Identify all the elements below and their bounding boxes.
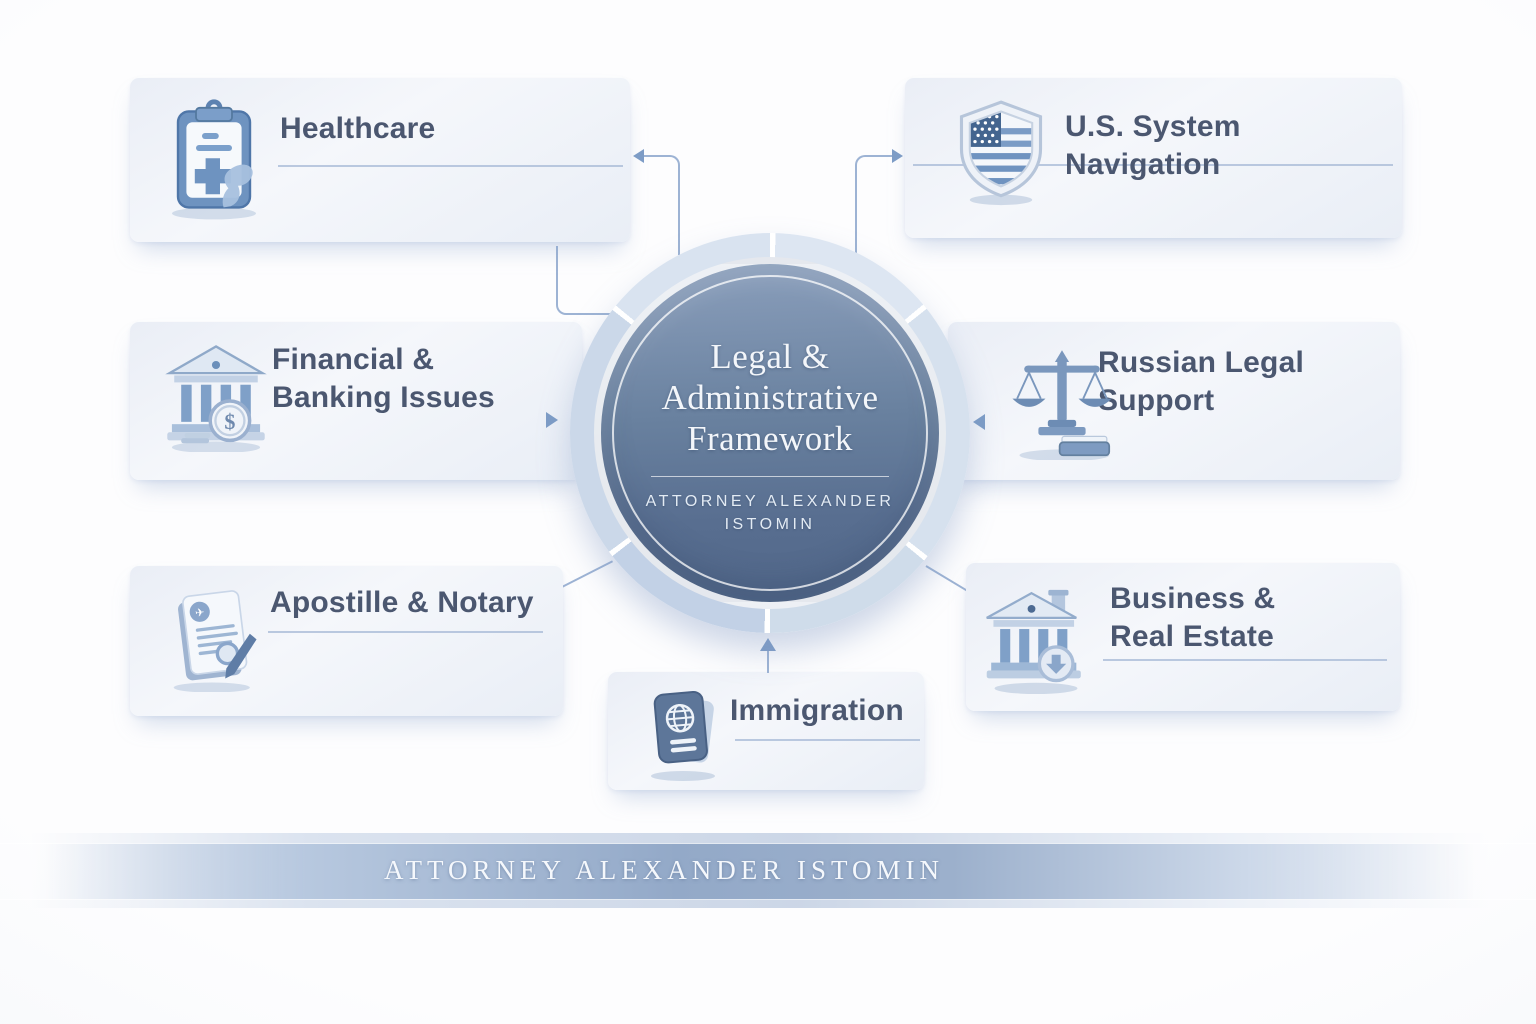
passport-globe-icon xyxy=(651,690,715,781)
attorney-banner-text: ATTORNEY ALEXANDER ISTOMIN xyxy=(384,855,944,885)
connector-healthcare-elbow xyxy=(642,155,680,255)
card-russian-label: Russian Legal Support xyxy=(1098,346,1304,417)
connector-us-elbow xyxy=(855,155,894,255)
card-us-system: U.S. System Navigation xyxy=(905,78,1402,247)
attorney-banner: ATTORNEY ALEXANDER ISTOMIN xyxy=(0,833,1536,908)
connector-immigration-line xyxy=(767,651,769,673)
svg-text:✈: ✈ xyxy=(194,606,205,620)
russian-arrowhead-left xyxy=(973,414,985,430)
building-badge-icon xyxy=(986,589,1081,694)
card-healthcare-underline xyxy=(278,165,623,167)
attorney-banner-band xyxy=(0,843,1536,900)
immigration-arrowhead-up xyxy=(760,638,776,651)
bank-coins-icon: $ xyxy=(165,345,267,452)
card-business-label: Business & Real Estate xyxy=(1110,582,1276,653)
notary-document-icon: ✈ xyxy=(173,590,257,692)
svg-text:$: $ xyxy=(224,409,235,434)
card-financial-label: Financial & Banking Issues xyxy=(272,343,495,414)
medical-clipboard-icon xyxy=(172,99,256,220)
card-us-underline xyxy=(913,164,1393,166)
us-flag-shield-icon xyxy=(959,100,1043,206)
card-financial: Financial & Banking Issues xyxy=(130,322,582,489)
card-healthcare: Healthcare xyxy=(130,78,630,251)
healthcare-arrowhead-left xyxy=(633,149,644,163)
us-arrowhead-right xyxy=(892,149,903,163)
connector-apostille-diagonal xyxy=(559,560,614,589)
justice-scales-icon xyxy=(1012,350,1112,460)
connector-healthcare-bottom xyxy=(556,246,618,315)
financial-arrowhead-right xyxy=(546,412,558,428)
card-immigration: Immigration xyxy=(608,672,924,799)
card-healthcare-label: Healthcare xyxy=(280,112,436,145)
hub-title: Legal & Administrative Framework xyxy=(661,337,879,458)
card-immigration-label: Immigration xyxy=(730,694,904,727)
card-apostille-label: Apostille & Notary xyxy=(270,586,534,619)
hub-subtitle: ATTORNEY ALEXANDER ISTOMIN xyxy=(645,493,895,533)
card-apostille: Apostille & Notary ✈ xyxy=(130,566,563,725)
hub-divider xyxy=(651,476,889,477)
card-apostille-underline xyxy=(268,631,543,633)
hub-circle: Legal & Administrative Framework ATTORNE… xyxy=(594,257,946,609)
card-immigration-underline xyxy=(735,739,920,741)
card-business: Business & Real Estate xyxy=(966,563,1400,720)
card-business-underline xyxy=(1103,659,1387,661)
card-us-label: U.S. System Navigation xyxy=(1065,110,1241,181)
